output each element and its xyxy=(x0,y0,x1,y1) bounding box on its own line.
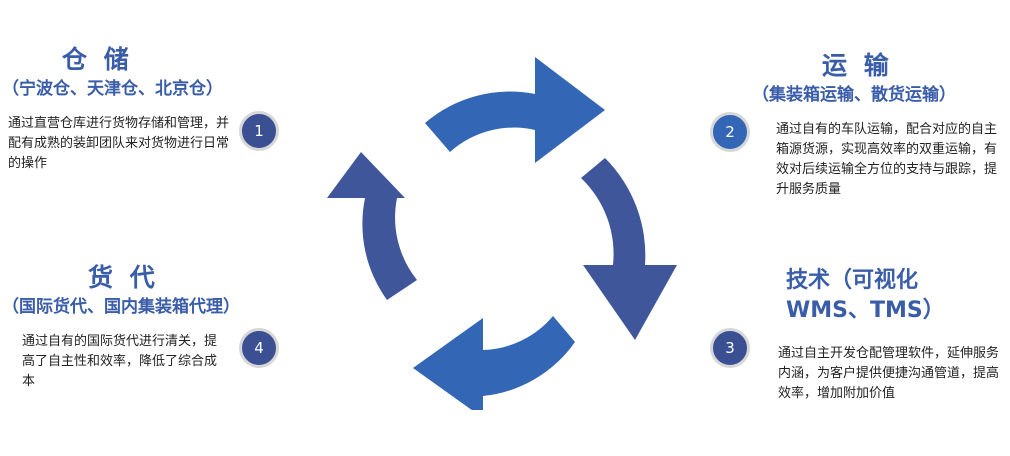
badge-4: 4 xyxy=(239,328,279,368)
storage-title: 仓 储 xyxy=(62,45,133,74)
cycle-arrows-diagram xyxy=(327,57,677,410)
cycle-arrow-bottom xyxy=(413,316,575,410)
forwarding-description: 通过自有的国际货代进行清关，提高了自主性和效率，降低了综合成本 xyxy=(22,334,218,389)
transport-description: 通过自有的车队运输，配合对应的自主箱源货源，实现高效率的双重运输，有效对后续运输… xyxy=(776,122,998,197)
technology-title: 技术（可视化 xyxy=(786,268,919,293)
forwarding-subtitle: （国际货代、国内集装箱代理） xyxy=(2,297,240,317)
forwarding-title: 货 代 xyxy=(88,263,159,292)
cycle-arrow-left xyxy=(327,152,417,300)
storage-description: 通过直营仓库进行货物存储和管理，并配有成熟的装卸团队来对货物进行日常的操作 xyxy=(8,116,230,171)
cycle-arrow-top xyxy=(425,57,605,163)
badge-2: 2 xyxy=(710,112,750,152)
technology-title-2: WMS、TMS） xyxy=(786,298,945,323)
badge-3: 3 xyxy=(710,328,750,368)
transport-title: 运 输 xyxy=(822,51,893,80)
technology-description: 通过自主开发仓配管理软件，延伸服务内涵，为客户提供便捷沟通管道，提高效率，增加附… xyxy=(778,346,1000,401)
transport-subtitle: （集装箱运输、散货运输） xyxy=(752,85,956,105)
storage-subtitle: （宁波仓、天津仓、北京仓） xyxy=(2,79,223,99)
cycle-arrow-right xyxy=(581,158,677,340)
badge-1: 1 xyxy=(239,111,279,151)
